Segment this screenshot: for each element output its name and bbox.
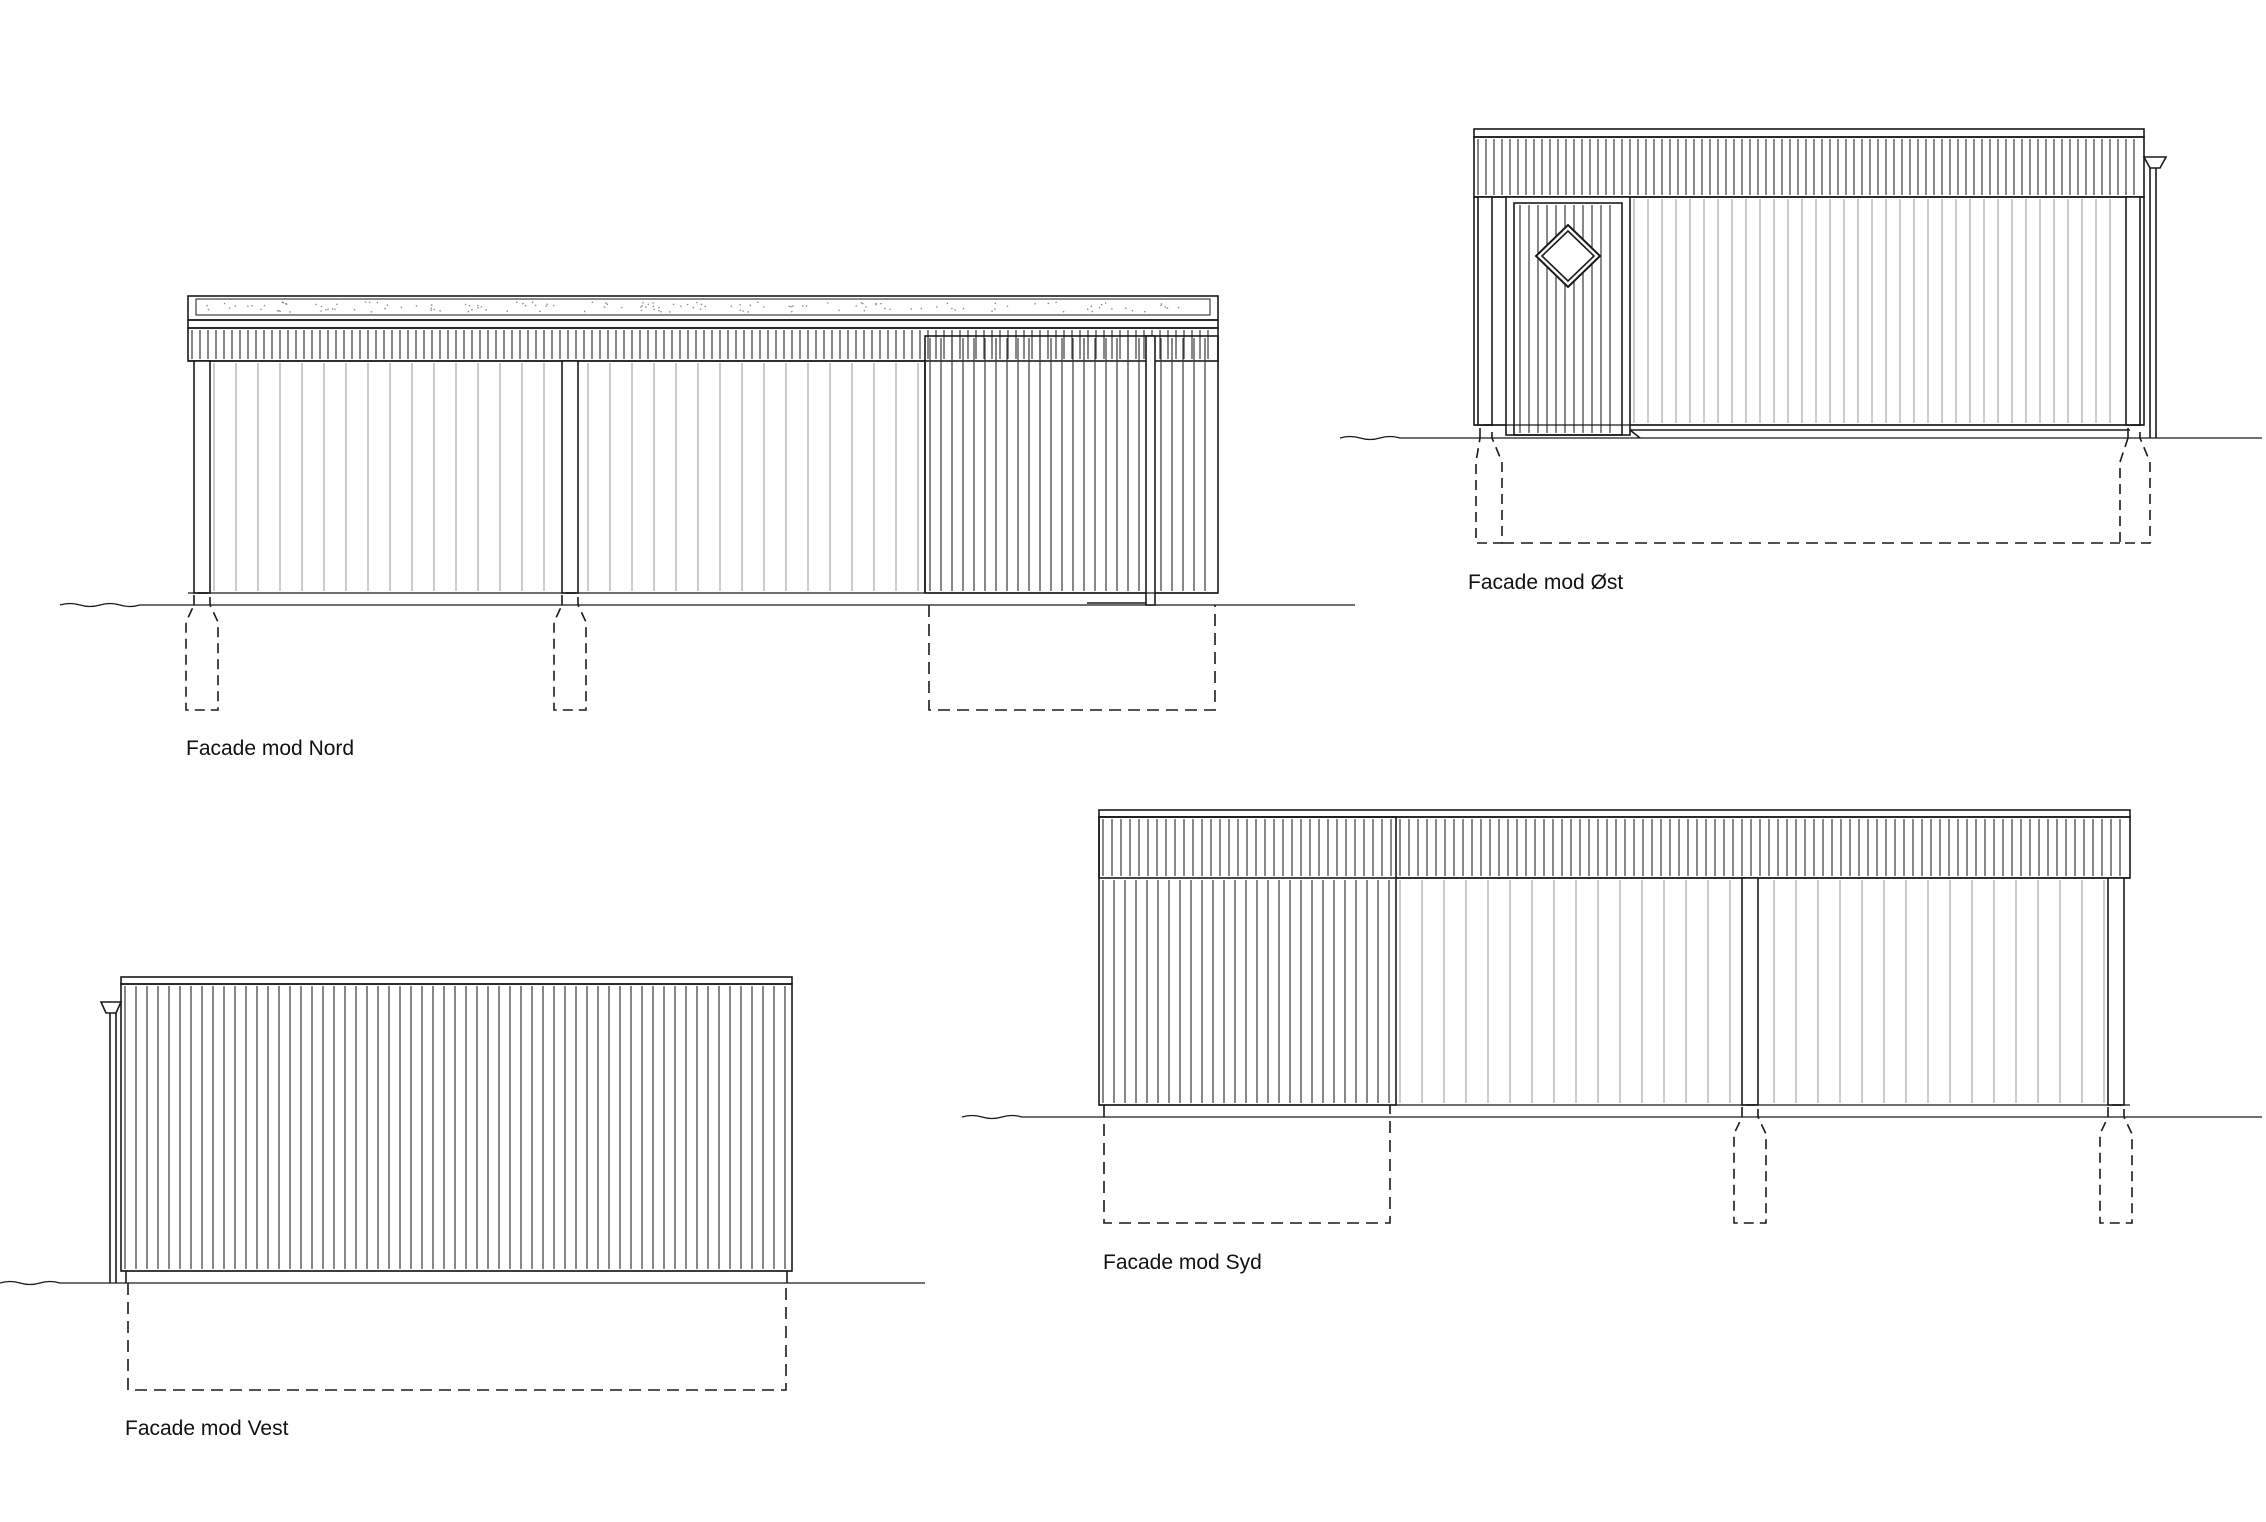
facade-vest-label: Facade mod Vest — [125, 1417, 289, 1440]
shed-foundation — [928, 605, 1216, 711]
upper-cladding-syd — [1102, 819, 2121, 876]
upper-cladding-band — [1098, 816, 2131, 879]
carport-back-cladding — [213, 363, 919, 591]
roof-gravel-texture — [206, 301, 1180, 313]
post-foundation — [1733, 1104, 1767, 1224]
roof-edge — [1473, 128, 2145, 138]
post-foundation — [1475, 424, 1503, 544]
wall-cladding-oest — [1633, 199, 2111, 423]
fascia — [187, 319, 1219, 329]
post-foundation — [2099, 1104, 2133, 1224]
gutter — [2142, 156, 2168, 169]
post-foundation — [553, 592, 587, 711]
ground-line — [0, 1280, 925, 1286]
upper-cladding-oest — [1477, 139, 2135, 195]
roof-edge — [120, 976, 793, 985]
facade-syd — [961, 809, 2262, 1224]
facade-vest — [0, 976, 925, 1391]
roof-edge — [1098, 809, 2131, 818]
wall — [120, 983, 793, 1272]
post — [193, 360, 211, 594]
door-cladding — [1519, 205, 1611, 433]
ground-line — [59, 602, 1355, 608]
facade-nord — [59, 295, 1355, 711]
roof-edge — [187, 295, 1219, 321]
facade-nord-label: Facade mod Nord — [186, 737, 355, 760]
facade-oest — [1339, 128, 2262, 544]
corner-post — [1477, 196, 1493, 426]
post-foundation — [185, 592, 219, 711]
ground-line — [1339, 435, 2262, 441]
shed-wall — [924, 335, 1219, 594]
facade-syd-label: Facade mod Syd — [1103, 1251, 1262, 1274]
wall-cladding-vest — [124, 986, 786, 1269]
post — [2107, 877, 2125, 1106]
post — [561, 360, 579, 594]
upper-cladding-nord — [191, 330, 1209, 359]
shed-cladding-syd — [1102, 880, 1390, 1103]
ground-line — [961, 1114, 2262, 1120]
downpipe — [1145, 335, 1156, 606]
foundation — [127, 1283, 787, 1391]
corner-post — [2125, 196, 2141, 426]
post-foundation — [2119, 424, 2151, 544]
shed-foundation — [1103, 1105, 1391, 1224]
door — [1513, 202, 1623, 436]
door-window — [1534, 223, 1602, 289]
shed-cladding — [929, 338, 1206, 591]
green-roof-layer — [195, 298, 1211, 316]
facade-oest-label: Facade mod Øst — [1468, 571, 1624, 594]
gutter — [99, 1001, 123, 1014]
post — [1741, 877, 1759, 1106]
